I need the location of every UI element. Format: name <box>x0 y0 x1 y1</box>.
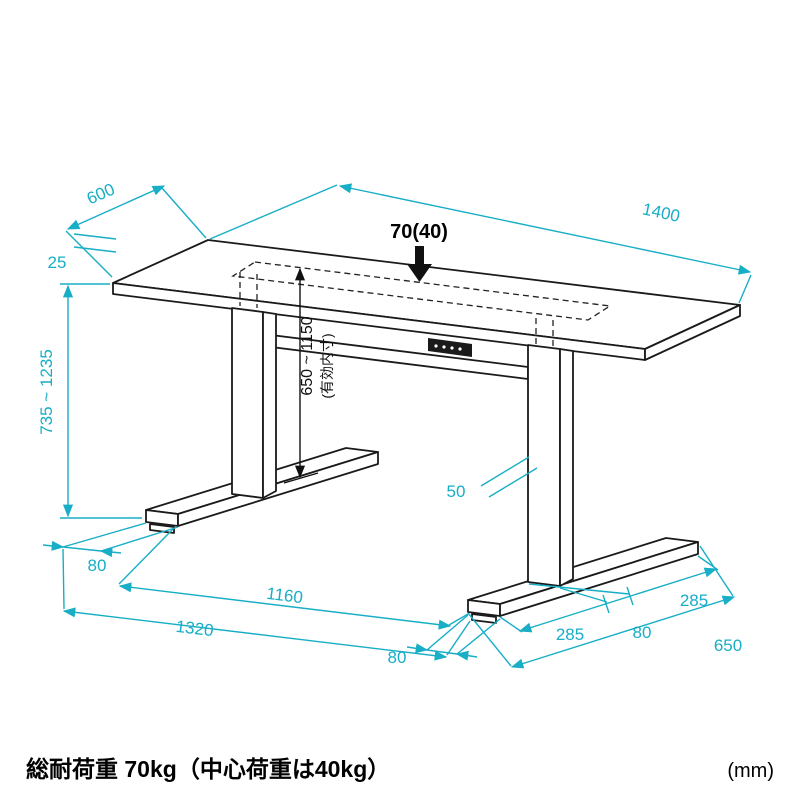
dimension-arrow <box>455 650 478 661</box>
dimension-line <box>66 185 166 230</box>
load-point-label: 70(40) <box>390 221 448 243</box>
hidden-frame-outline <box>231 261 612 321</box>
dim-right-foot-width-80: 80 <box>388 614 501 667</box>
dim-label-column-width: 50 <box>447 482 466 501</box>
left-column-side-face <box>262 311 277 499</box>
extension-line <box>499 616 523 633</box>
extension-line <box>738 274 752 304</box>
dim-column-width-50: 50 <box>447 456 538 501</box>
dimensions: 600 1400 25 735 ~ 1235 <box>37 180 752 669</box>
dimension-line <box>426 649 458 655</box>
control-panel-button <box>450 346 454 350</box>
extension-line <box>73 246 117 253</box>
dim-label-depth: 600 <box>84 180 118 209</box>
desktop <box>112 239 741 361</box>
desk-drawing <box>112 239 741 624</box>
dim-label-left-foot-width: 80 <box>88 556 107 575</box>
extension-line <box>73 233 117 240</box>
dim-height-range: 735 ~ 1235 <box>37 283 142 519</box>
left-column-front-face <box>231 307 264 499</box>
dim-label-inner-height-note: (有効内寸) <box>319 333 335 398</box>
dim-inner-height-range: 650 ~ 1150 (有効内寸) <box>283 267 335 484</box>
dimension-line <box>62 546 102 552</box>
dim-left-foot-width-80: 80 <box>42 522 179 575</box>
extension-line <box>65 230 113 278</box>
extension-line <box>426 614 469 651</box>
dimension-arrow <box>406 643 429 654</box>
extension-line <box>209 184 338 240</box>
extension-line <box>62 522 147 548</box>
extension-line <box>161 187 207 239</box>
control-panel-body <box>428 338 472 357</box>
dim-label-inner-height: 650 ~ 1150 <box>299 316 316 395</box>
dim-label-outer-span: 1320 <box>175 617 215 640</box>
right-column-front-face <box>527 344 561 587</box>
dim-label-width: 1400 <box>641 199 682 225</box>
load-arrow-icon <box>407 246 432 282</box>
dim-label-thickness: 25 <box>48 253 67 272</box>
control-panel-button <box>458 347 462 351</box>
dim-label-foot-length: 650 <box>714 636 742 655</box>
dim-outer-span-1320: 1320 <box>62 548 471 661</box>
dimension-line <box>62 607 448 661</box>
left-leg <box>145 307 379 534</box>
dim-label-foot-segment-front: 285 <box>556 625 584 644</box>
extension-line <box>100 526 179 552</box>
load-point-annotation: 70(40) <box>390 221 448 282</box>
footer: 総耐荷重 70kg（中心荷重は40kg） (mm) <box>0 750 800 784</box>
dim-label-right-foot-width: 80 <box>388 648 407 667</box>
dim-label-height-range: 735 ~ 1235 <box>37 349 56 435</box>
extension-line <box>446 620 471 656</box>
load-capacity-note: 総耐荷重 70kg（中心荷重は40kg） <box>26 756 391 782</box>
control-panel <box>428 338 472 357</box>
extension-line <box>448 613 469 626</box>
unit-note: (mm) <box>727 760 774 782</box>
extension-line <box>467 612 512 667</box>
extension-line <box>456 618 501 655</box>
extension-line <box>699 545 734 597</box>
dim-label-inner-span: 1160 <box>265 584 304 607</box>
dim-thickness-25: 25 <box>48 233 117 272</box>
right-leg <box>467 344 699 624</box>
dimension-line <box>510 595 736 669</box>
desktop-right-face <box>644 304 741 361</box>
dimension-arrow <box>42 540 65 551</box>
dim-inner-span-1160: 1160 <box>118 527 469 630</box>
reference-tick <box>283 472 319 484</box>
right-column-side-face <box>559 348 574 587</box>
dimension-arrow <box>99 547 122 558</box>
hidden-frame-dashes <box>231 261 612 354</box>
leader-line <box>488 467 538 498</box>
left-foot-side-face <box>177 451 379 527</box>
dimension-line <box>338 183 752 275</box>
extension-line <box>118 527 175 585</box>
leader-line <box>480 456 530 487</box>
dim-foot-length-650: 650 <box>467 545 742 669</box>
right-foot-top-face <box>467 537 699 605</box>
control-panel-button <box>434 344 438 348</box>
extension-line <box>62 548 65 610</box>
control-panel-button <box>442 345 446 349</box>
